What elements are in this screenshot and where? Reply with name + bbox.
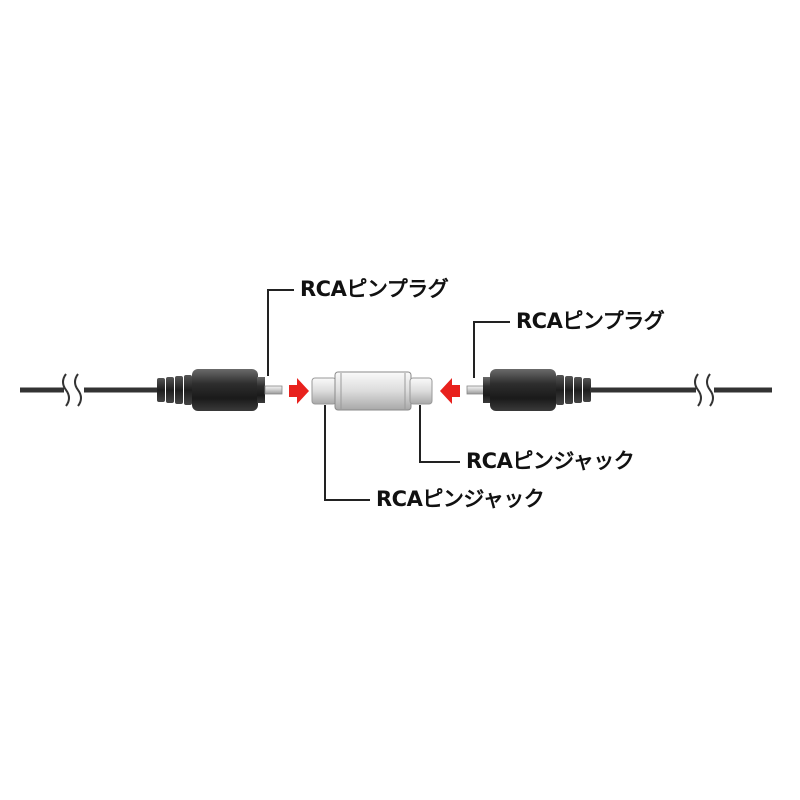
right-plug-collar bbox=[483, 377, 491, 403]
label-right-rca-pin-jack: RCAピンジャック bbox=[466, 449, 635, 473]
adapter-center-body bbox=[334, 371, 412, 411]
rca-pin-jack-adapter bbox=[311, 371, 433, 411]
label-left-rca-pin-jack: RCAピンジャック bbox=[376, 487, 545, 511]
leader-line-right-jack bbox=[419, 405, 460, 463]
label-right-rca-pin-plug: RCAピンプラグ bbox=[516, 309, 665, 333]
left-plug-pin bbox=[264, 385, 283, 395]
left-plug-strain-relief bbox=[157, 375, 192, 405]
adapter-left-end bbox=[311, 377, 337, 405]
left-plug-collar bbox=[257, 377, 265, 403]
right-insert-arrow bbox=[440, 378, 460, 404]
right-cable-break-mark bbox=[694, 373, 714, 407]
adapter-right-end bbox=[409, 377, 433, 405]
left-insert-arrow bbox=[289, 378, 309, 404]
leader-line-left-plug bbox=[267, 289, 294, 376]
label-left-rca-pin-plug: RCAピンプラグ bbox=[300, 277, 449, 301]
right-plug-body bbox=[490, 369, 556, 411]
leader-line-left-jack bbox=[324, 405, 370, 501]
leader-line-right-plug bbox=[473, 321, 510, 378]
right-rca-plug bbox=[466, 369, 591, 411]
right-plug-pin bbox=[466, 385, 485, 395]
leader-lines bbox=[267, 289, 510, 501]
left-plug-body bbox=[192, 369, 258, 411]
left-rca-plug bbox=[157, 369, 283, 411]
left-cable-break-mark bbox=[62, 373, 82, 407]
right-plug-strain-relief bbox=[556, 375, 591, 405]
